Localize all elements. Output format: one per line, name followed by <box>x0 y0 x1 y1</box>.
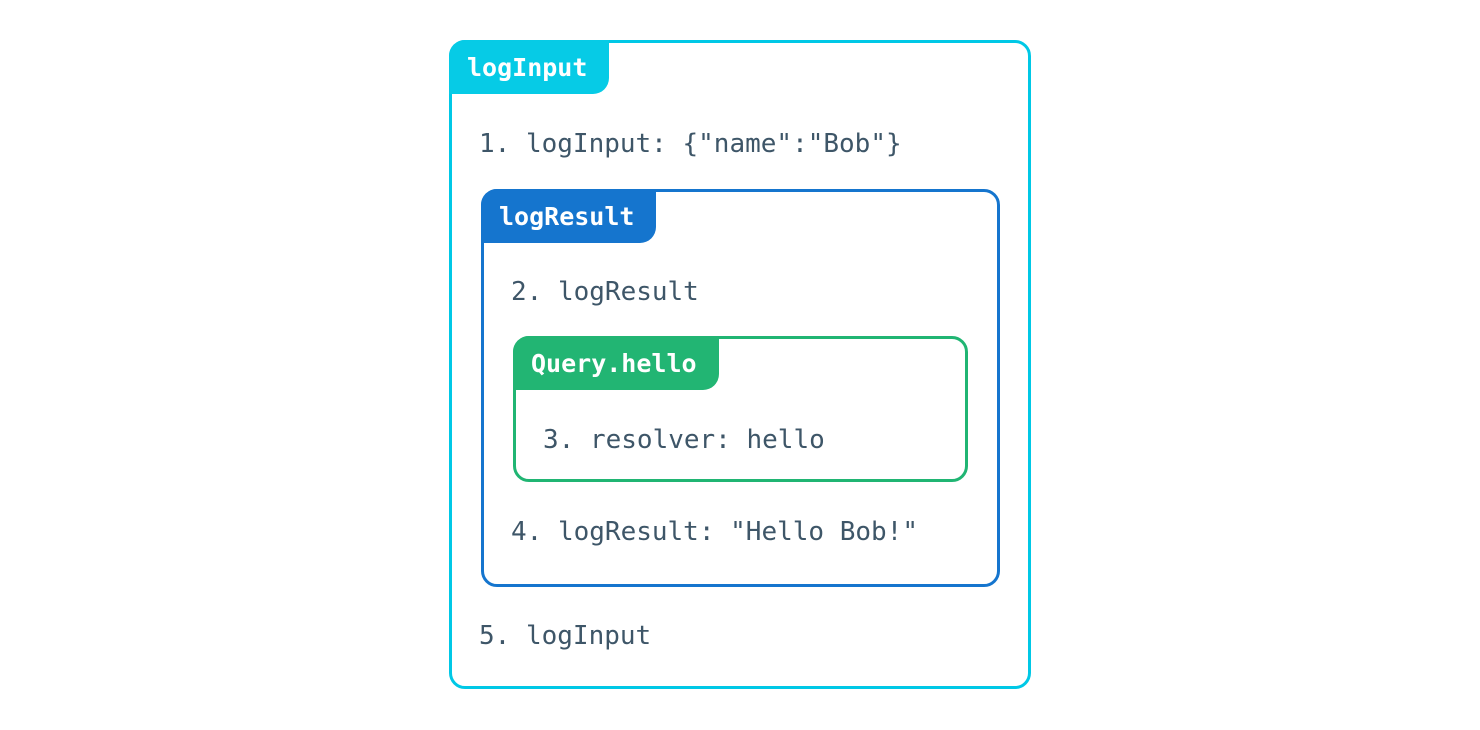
log-line-3: 3. resolver: hello <box>543 425 825 455</box>
box-label-query-hello: Query.hello <box>513 336 719 390</box>
box-log-input: logInput <box>449 40 1031 689</box>
log-line-4: 4. logResult: "Hello Bob!" <box>511 517 918 547</box>
log-line-5: 5. logInput <box>479 621 652 651</box>
box-query-hello: Query.hello <box>513 336 968 482</box>
box-label-log-result: logResult <box>481 189 657 243</box>
log-line-2: 2. logResult <box>511 277 699 307</box>
box-label-log-input: logInput <box>449 40 610 94</box>
box-log-result: logResult <box>481 189 1000 587</box>
log-line-1: 1. logInput: {"name":"Bob"} <box>479 129 902 159</box>
